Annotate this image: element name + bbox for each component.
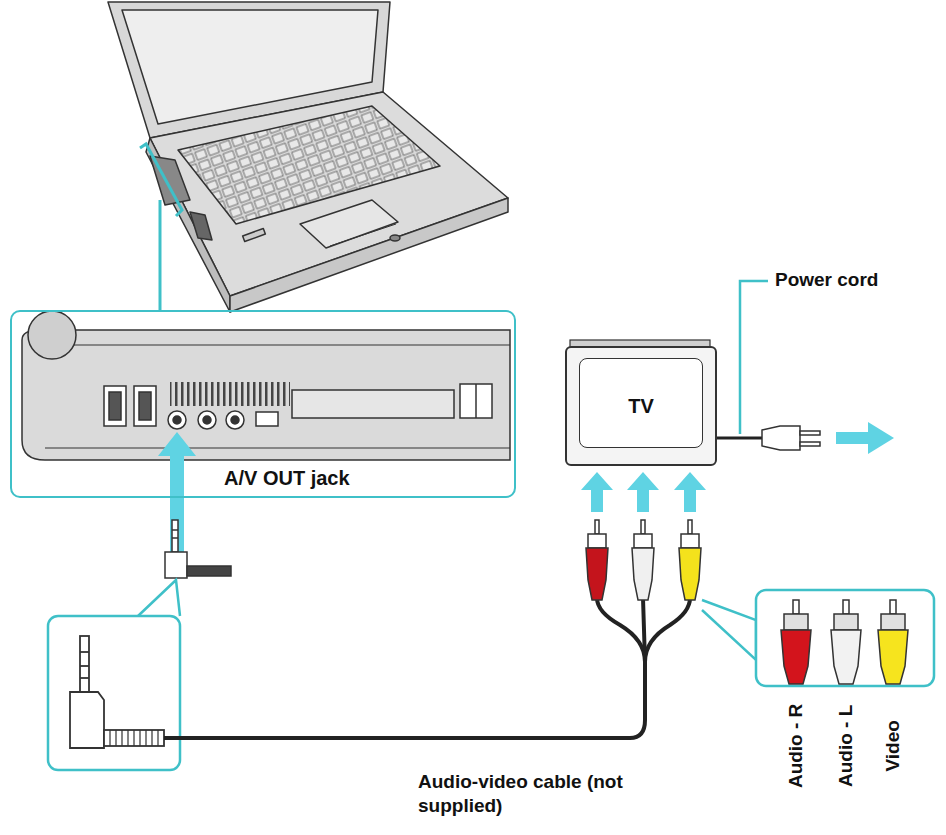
connector-label: Video <box>881 720 905 771</box>
mini-plug <box>165 520 231 578</box>
laptop-side-view <box>22 311 510 460</box>
power-cord <box>716 437 762 440</box>
rca-plugs <box>586 520 701 600</box>
rca-inset <box>756 590 934 686</box>
power-cord-leader <box>740 281 768 434</box>
tv-set: TV <box>565 346 717 466</box>
insert-arrow <box>158 432 196 560</box>
inset-leader <box>140 144 182 311</box>
laptop <box>108 2 508 312</box>
jack-label: A/V OUT jack <box>222 467 352 490</box>
av-cable <box>164 660 645 738</box>
plug-inset <box>48 616 180 770</box>
mini-plug-large <box>70 636 164 748</box>
plug-callout <box>138 580 180 616</box>
connector-label: Audio - R <box>784 704 808 788</box>
insert-arrows <box>581 472 706 512</box>
connector-label: Audio - L <box>834 705 858 787</box>
device-name: TV <box>626 395 656 418</box>
rca-plugs-large <box>781 600 908 684</box>
cable-label: Audio-video cable (not supplied) <box>418 770 633 818</box>
callout-label: Power cord <box>775 268 878 292</box>
plug-arrow <box>836 422 894 454</box>
power-plug <box>762 426 820 450</box>
cable-branches <box>597 598 690 662</box>
inset-panel: A/V OUT jack <box>10 310 516 498</box>
rca-callout <box>702 600 756 660</box>
